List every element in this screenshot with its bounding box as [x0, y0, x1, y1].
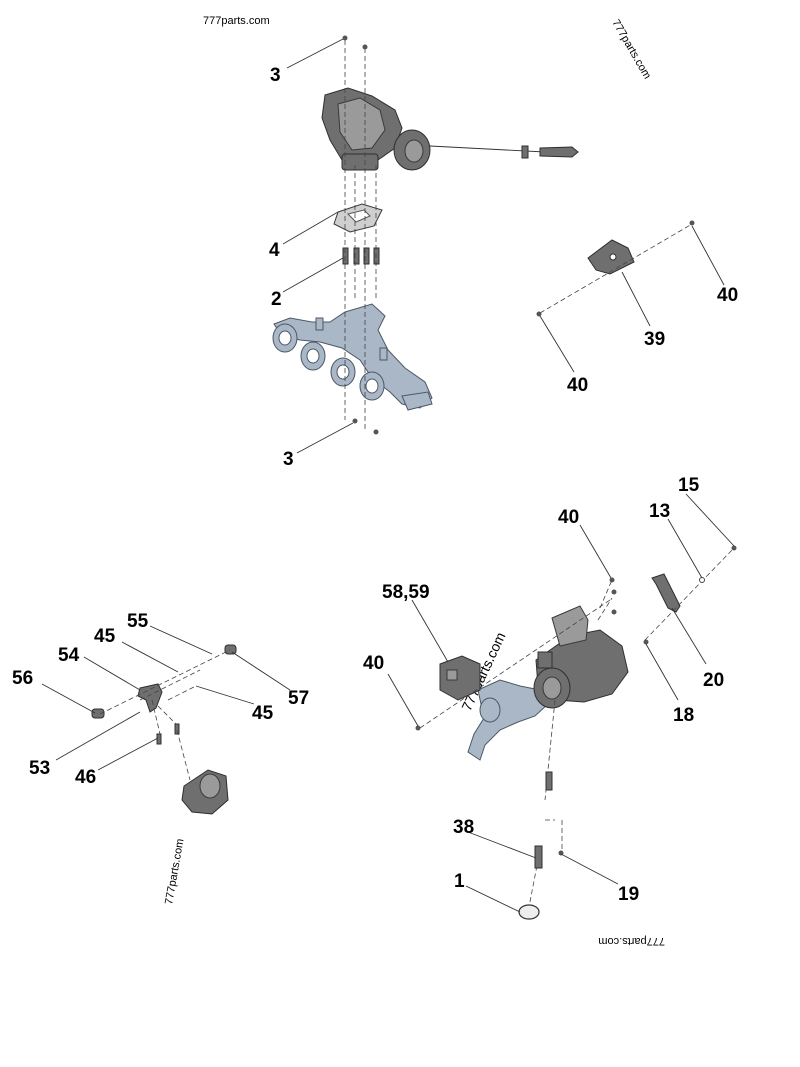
callout-56: 56: [12, 668, 33, 689]
callout-58-59: 58,59: [382, 582, 430, 603]
callout-3-bottom: 3: [283, 449, 294, 470]
callout-57: 57: [288, 688, 309, 709]
callout-38: 38: [453, 817, 474, 838]
callout-20: 20: [703, 670, 724, 691]
callout-18: 18: [673, 705, 694, 726]
turbo-manifold-assembly: [467, 605, 629, 761]
sensor-38: [534, 771, 553, 869]
callout-45-a: 45: [94, 626, 116, 647]
watermark-top-left: 777parts.com: [203, 15, 270, 27]
watermark-top-right: 777parts.com: [609, 18, 653, 82]
callout-40-b: 40: [567, 375, 588, 396]
callout-15: 15: [678, 475, 700, 496]
bottom-left-parts: [91, 644, 237, 815]
watermark-bottom-left: 777parts.com: [163, 838, 186, 906]
callout-4: 4: [269, 240, 280, 261]
watermark-bottom-right: 777parts.com: [598, 935, 665, 947]
actuator-lever-20: [651, 573, 681, 613]
callout-40-d: 40: [363, 653, 384, 674]
clamp-1: [518, 904, 540, 920]
callout-3-top: 3: [270, 65, 281, 86]
callout-54: 54: [58, 645, 80, 666]
callout-55: 55: [127, 611, 149, 632]
callout-45-b: 45: [252, 703, 274, 724]
callout-53: 53: [29, 758, 50, 779]
callout-40-a: 40: [717, 285, 738, 306]
callout-13: 13: [649, 501, 670, 522]
bracket-39: [587, 239, 635, 275]
turbo-gasket: [333, 203, 383, 233]
callout-40-c: 40: [558, 507, 579, 528]
exhaust-manifold-top: [272, 303, 433, 411]
turbocharger-top: [321, 87, 579, 171]
callout-39: 39: [644, 329, 665, 350]
callout-19: 19: [618, 884, 639, 905]
callout-1: 1: [454, 871, 465, 892]
valve-actuator-58-59: [439, 655, 481, 701]
callout-46: 46: [75, 767, 96, 788]
callout-2: 2: [271, 289, 282, 310]
studs: [342, 247, 380, 265]
